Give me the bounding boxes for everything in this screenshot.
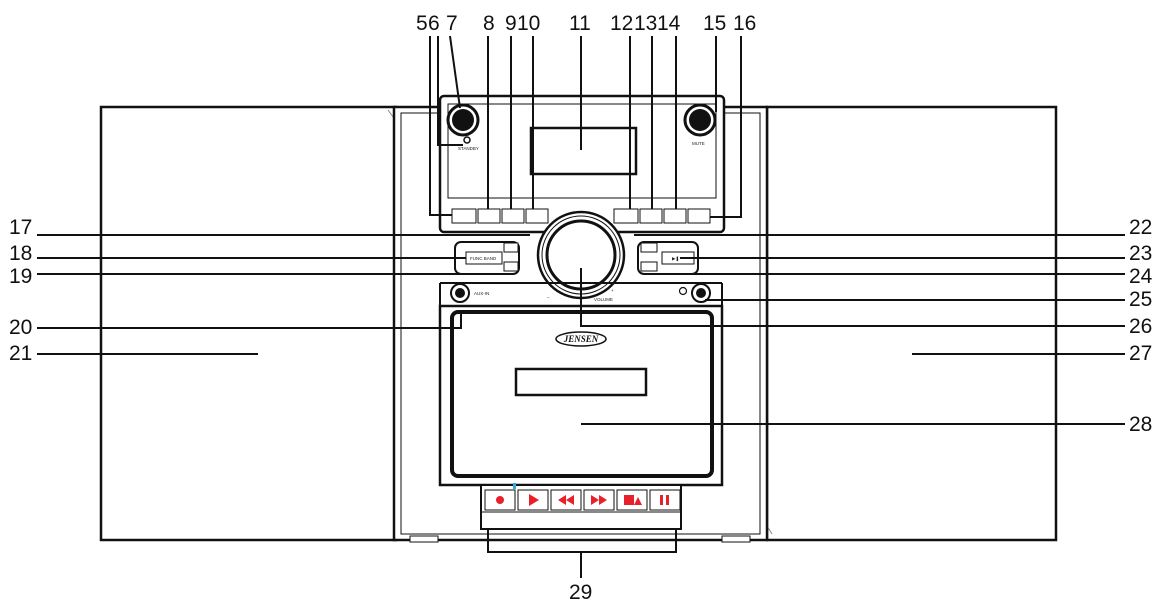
stop-eject-button[interactable] (616, 489, 648, 511)
volume-plus-label: + (611, 288, 614, 293)
callout-6: 6 (428, 12, 440, 35)
callout-7: 7 (446, 12, 458, 35)
left-speaker (99, 105, 398, 542)
callout-28: 28 (1129, 413, 1152, 436)
volume-label: VOLUME (594, 297, 613, 302)
aux-in-label: AUX-IN (474, 291, 489, 296)
left-button-cluster[interactable]: FUNC BAND (454, 241, 520, 275)
jensen-logo: JENSEN (555, 331, 607, 347)
callout-19: 19 (9, 265, 32, 288)
play-button[interactable] (517, 489, 549, 511)
callout-22: 22 (1129, 216, 1152, 239)
volume-minus-label: – (547, 295, 550, 300)
callout-13: 13 (634, 12, 657, 35)
callout-17: 17 (9, 216, 32, 239)
callout-27: 27 (1129, 342, 1152, 365)
callout-5: 5 (416, 12, 428, 35)
callout-20: 20 (9, 316, 32, 339)
aux-in-jack[interactable] (450, 283, 470, 303)
volume-knob[interactable] (536, 210, 626, 300)
callout-26: 26 (1129, 315, 1152, 338)
callout-10: 10 (517, 12, 540, 35)
callout-14: 14 (657, 12, 681, 35)
lcd-display (529, 126, 638, 176)
play-icon (529, 494, 539, 506)
stop-eject-icon (624, 495, 642, 505)
right-button-cluster[interactable]: ▶❚ (637, 241, 699, 275)
svg-text:FUNC BAND: FUNC BAND (470, 256, 497, 261)
leader-lines (37, 35, 1125, 578)
rewind-icon (558, 495, 574, 505)
svg-text:JENSEN: JENSEN (563, 334, 599, 344)
rewind-button[interactable] (550, 489, 582, 511)
mute-button[interactable] (683, 103, 717, 137)
fast-forward-button[interactable] (583, 489, 615, 511)
standby-button[interactable] (446, 103, 480, 137)
standby-label: STANDBY (458, 146, 479, 151)
headphone-jack[interactable] (691, 283, 711, 303)
standby-indicator (463, 136, 471, 144)
callout-15: 15 (703, 12, 726, 35)
callout-16: 16 (733, 12, 756, 35)
fast-forward-icon (591, 495, 607, 505)
callout-25: 25 (1129, 288, 1152, 311)
pause-button[interactable] (649, 489, 681, 511)
callout-24: 24 (1129, 265, 1153, 288)
callout-18: 18 (9, 242, 32, 265)
right-speaker (765, 105, 1058, 542)
tape-indicator (513, 483, 516, 489)
pause-icon (660, 495, 663, 505)
record-button[interactable] (484, 489, 516, 511)
record-icon (496, 496, 504, 504)
callout-9: 9 (505, 12, 517, 35)
callout-11: 11 (569, 12, 591, 35)
headphone-icon (678, 286, 688, 296)
callout-21: 21 (9, 342, 32, 365)
callout-23: 23 (1129, 242, 1152, 265)
callout-12: 12 (610, 12, 633, 35)
callout-29: 29 (569, 581, 592, 604)
cassette-window (514, 367, 648, 397)
mute-label: MUTE (692, 141, 705, 146)
svg-text:▶❚: ▶❚ (672, 256, 679, 262)
callout-8: 8 (483, 12, 495, 35)
